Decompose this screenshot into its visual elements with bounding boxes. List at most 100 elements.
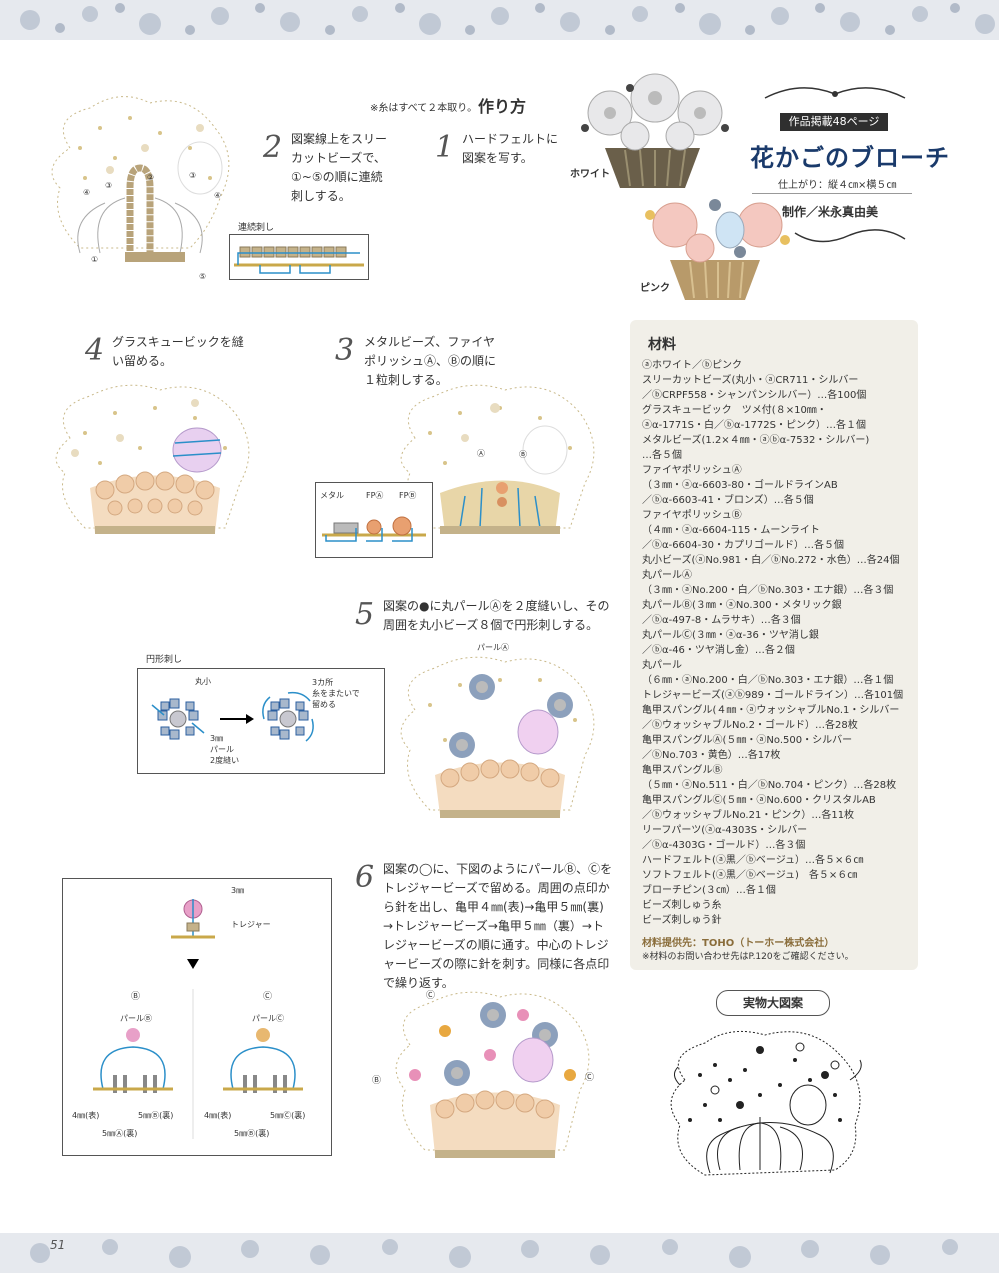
ornament-bottom <box>794 229 906 243</box>
label-twice: 2度縫い <box>210 756 240 765</box>
brooch-photo-white <box>581 73 729 188</box>
step4-diagram <box>55 384 250 534</box>
ornament-top <box>764 87 906 99</box>
label-straddle: 糸をまたいで <box>312 689 360 698</box>
label-pearl-word: パール <box>210 745 234 754</box>
material-item: トレジャービーズ(ⓐⓑ989・ゴールドライン）…各101個 <box>642 690 904 701</box>
step3-number: 3 <box>335 333 355 368</box>
material-item: ／ⓑα-6604-30・カプリゴールド）…各５個 <box>642 540 844 551</box>
label-5mmb-back: 5㎜Ⓑ(裏) <box>138 1111 174 1120</box>
step6-number: 6 <box>355 860 375 895</box>
material-item: （３㎜・ⓐNo.200・白／ⓑNo.303・エナ銀）…各３個 <box>642 585 894 596</box>
step1-number: 1 <box>435 130 455 165</box>
label-b-mark: Ⓑ <box>131 992 141 1002</box>
step6-text: 図案の◯に、下図のようにパールⒷ、Ⓒをトレジャービーズで留める。周囲の点印から針… <box>383 862 613 990</box>
material-item: 丸パール <box>642 660 682 671</box>
material-item: 亀甲スパングルⒸ(５㎜・ⓐNo.600・クリスタルAB <box>642 795 876 806</box>
materials-supplier: 材料提供先：TOHO（トーホー株式会社） <box>642 938 835 949</box>
material-item: ／ⓑウォッシャブルNo.21・ピンク）…各11枚 <box>642 810 855 821</box>
step5-diagram <box>400 656 595 818</box>
material-item: ファイヤポリッシュⒶ <box>642 465 742 476</box>
materials-title: 材料 <box>648 337 676 353</box>
label-4mm-front-c: 4㎜(表) <box>204 1111 232 1120</box>
material-item: ／ⓑα-4303G・ゴールド）…各３個 <box>642 840 806 851</box>
label-c-mark: Ⓒ <box>263 992 273 1002</box>
material-item: ブローチピン(３㎝）…各１個 <box>642 885 776 896</box>
label-fpb: FPⒷ <box>399 491 417 500</box>
material-item: ビーズ刺しゅう針 <box>642 915 722 926</box>
material-item: 亀甲スパングル(４㎜・ⓐウォッシャブルNo.1・シルバー <box>642 705 900 716</box>
howto-title-text: 作り方 <box>478 97 527 116</box>
step3-detail-box <box>315 482 433 558</box>
circle-stitch-box <box>137 668 385 774</box>
material-item: （３㎜・ⓐα-6603-80・ゴールドラインAB <box>642 480 838 491</box>
material-item: （４㎜・ⓐα-6604-115・ムーンライト <box>642 525 820 536</box>
step1-text: ハードフェルトに図案を写す。 <box>462 132 559 165</box>
thread-note: ※糸はすべて２本取り。 <box>370 103 478 114</box>
material-item: 丸パールⒶ <box>642 570 692 581</box>
material-item: ビーズ刺しゅう糸 <box>642 900 722 911</box>
material-item: （５㎜・ⓐNo.511・白／ⓑNo.704・ピンク）…各28枚 <box>642 780 897 791</box>
label-fpa: FPⒶ <box>366 491 384 500</box>
page-number: 51 <box>50 1238 66 1252</box>
label-n1: ① <box>91 255 99 264</box>
step2-text: 図案線上をスリーカットビーズで、①~⑤の順に連続刺しする。 <box>291 132 388 203</box>
material-item: ファイヤポリッシュⒷ <box>642 510 742 521</box>
step3-diagram <box>400 384 595 534</box>
materials-contact: ※材料のお問い合わせ先はP.120をご確認ください。 <box>642 952 854 962</box>
material-item: ／ⓑα-497-8・ムラサキ）…各３個 <box>642 615 801 626</box>
label-c2-step6: Ⓒ <box>585 1073 595 1083</box>
author: 制作／米永真由美 <box>782 205 879 219</box>
photo-label-pink: ピンク <box>640 283 670 294</box>
step2-number: 2 <box>263 130 283 165</box>
material-item: 丸小ビーズ(ⓐNo.981・白／ⓑNo.272・水色）…各24個 <box>642 555 900 566</box>
step2-diagram <box>51 96 230 262</box>
material-item: ／ⓑウォッシャブルNo.2・ゴールド）…各28枚 <box>642 720 858 731</box>
material-item: ハードフェルト(ⓐ黒／ⓑベージュ）…各５×６㎝ <box>642 855 864 866</box>
material-item: （６㎜・ⓐNo.200・白／ⓑNo.303・エナ銀）…各１個 <box>642 675 894 686</box>
label-n4-right: ④ <box>214 191 222 200</box>
top-floral-band <box>0 0 999 40</box>
label-metal: メタル <box>320 491 344 500</box>
label-pearl-3mm: 3㎜ <box>210 734 224 743</box>
material-item: …各５個 <box>642 450 682 461</box>
howto-title: 作り方 <box>478 93 526 117</box>
label-maruko: 丸小 <box>195 677 211 686</box>
label-n3-right: ③ <box>189 171 197 180</box>
label-pearl-c: パールⒸ <box>252 1014 284 1023</box>
label-5mmc-back: 5㎜Ⓒ(裏) <box>270 1111 306 1120</box>
label-n3-left: ③ <box>105 181 113 190</box>
label-5mma-back-b: 5㎜Ⓐ(裏) <box>102 1129 138 1138</box>
work-title: 花かごのブローチ <box>750 143 950 172</box>
header-divider <box>752 193 912 194</box>
material-item: ／ⓑα-46・ツヤ消し金）…各２個 <box>642 645 795 656</box>
label-c-step6: Ⓒ <box>426 991 436 1001</box>
label-three-places: 3カ所 <box>312 678 334 687</box>
step5-text: 図案の●に丸パールⒶを２度縫いし、その周囲を丸小ビーズ８個で円形刺しする。 <box>383 599 610 632</box>
material-item: ／ⓑCRPF558・シャンパンシルバー）…各100個 <box>642 390 867 401</box>
material-item: 亀甲スパングルⒶ(５㎜・ⓐNo.500・シルバー <box>642 735 853 746</box>
bottom-floral-band <box>0 1233 999 1273</box>
materials-panel: 材料 ⓐホワイト／ⓑピンクスリーカットビーズ(丸小・ⓐCR711・シルバー／ⓑC… <box>630 320 918 970</box>
material-item: リーフパーツ(ⓐα-4303S・シルバー <box>642 825 808 836</box>
full-size-pattern <box>670 1030 862 1176</box>
renzoku-label: 連続刺し <box>238 223 275 233</box>
materials-list: ⓐホワイト／ⓑピンクスリーカットビーズ(丸小・ⓐCR711・シルバー／ⓑCRPF… <box>642 358 914 928</box>
label-n5: ⑤ <box>199 272 207 281</box>
material-item: グラスキュービック ツメ付(８×10㎜・ <box>642 405 827 416</box>
label-pearl-a: パールⒶ <box>477 643 509 652</box>
label-treasure: トレジャー <box>231 920 271 929</box>
step4-text: グラスキュービックを縫い留める。 <box>112 335 244 368</box>
material-item: ／ⓑNo.703・黄色）…各17枚 <box>642 750 781 761</box>
brooch-photo-pink <box>645 199 790 300</box>
material-item: ソフトフェルト(ⓐ黒／ⓑベージュ) 各５×６㎝ <box>642 870 858 881</box>
label-n2: ② <box>147 173 155 182</box>
circle-stitch-label: 円形刺し <box>146 655 183 665</box>
material-item: 亀甲スパングルⒷ <box>642 765 723 776</box>
material-item: ⓐα-1771S・白／ⓑα-1772S・ピンク）…各１個 <box>642 420 866 431</box>
renzoku-box <box>229 234 369 280</box>
material-item: メタルビーズ(1.2×４㎜・ⓐⓑα-7532・シルバー) <box>642 435 870 446</box>
label-fasten: 留める <box>312 700 336 709</box>
label-3mm-step6: 3㎜ <box>231 886 245 895</box>
